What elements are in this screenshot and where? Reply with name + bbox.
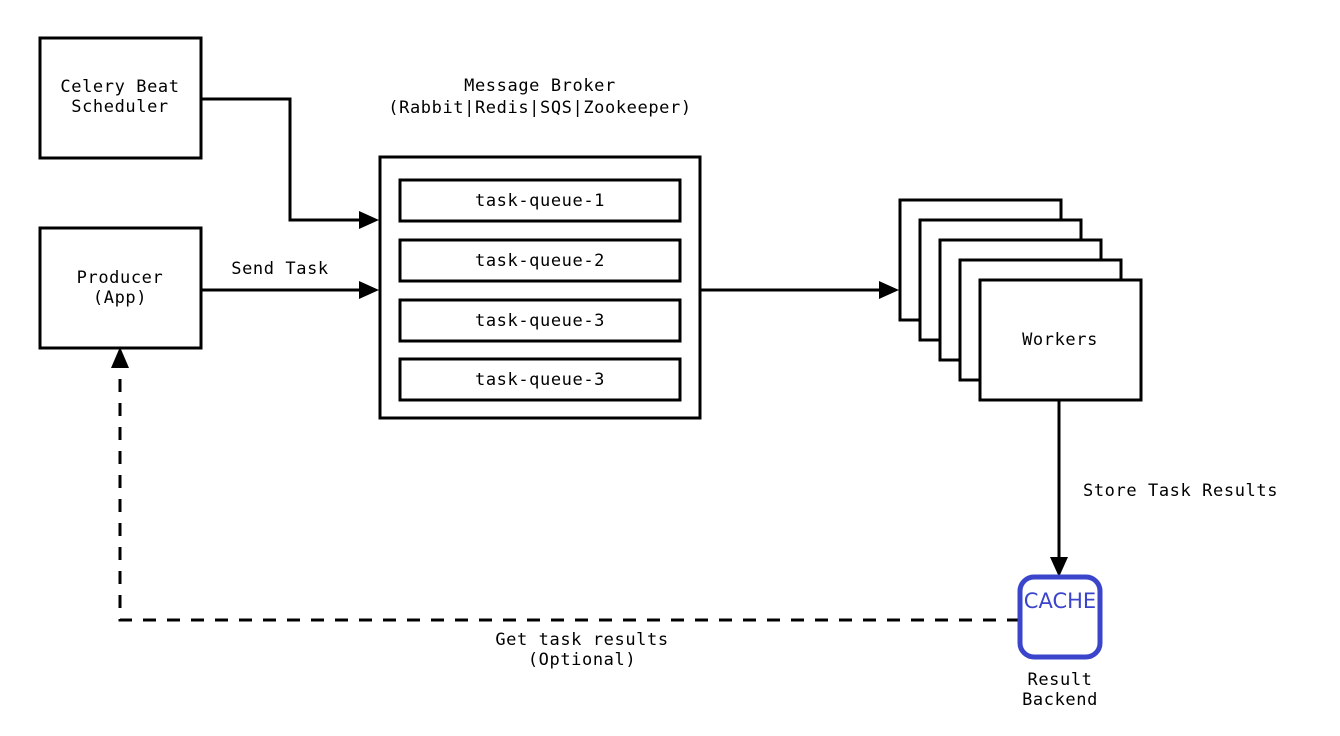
producer-box[interactable]	[38, 226, 203, 350]
queue-item[interactable]: task-queue-3	[398, 357, 682, 402]
edge-label-send-task: Send Task	[231, 259, 329, 279]
arrow-head-icon	[359, 281, 379, 299]
arrow-head-icon	[1050, 557, 1068, 577]
cache-box[interactable]	[1017, 574, 1103, 660]
scheduler-label-line2: Scheduler	[71, 97, 169, 117]
edge-label-get-task-results-line1: Get task results	[495, 630, 668, 650]
edge-workers-to-backend: Store Task Results	[1050, 399, 1278, 577]
result-backend-label-line2: Backend	[1022, 690, 1098, 710]
edge-scheduler-to-broker-line	[200, 97, 368, 222]
edge-scheduler-to-broker	[200, 97, 379, 229]
scheduler-box[interactable]	[38, 36, 203, 160]
broker-title-line1: Message Broker	[464, 76, 616, 96]
arrow-head-icon	[359, 211, 379, 229]
queue-label-3: task-queue-3	[475, 311, 605, 331]
workers-label: Workers	[1022, 330, 1098, 350]
queue-box-3[interactable]	[398, 298, 682, 343]
queue-label-2: task-queue-2	[475, 251, 605, 271]
node-message-broker[interactable]: Message Broker (Rabbit|Redis|SQS|Zookeep…	[378, 76, 702, 420]
queue-box-2[interactable]	[398, 238, 682, 283]
queue-item[interactable]: task-queue-1	[398, 178, 682, 223]
node-result-backend[interactable]: CACHE Result Backend	[1017, 574, 1103, 710]
broker-queue-list: task-queue-1 task-queue-2 task-queue-3 t…	[398, 178, 682, 402]
node-producer-app[interactable]: Producer (App)	[38, 226, 203, 350]
arrow-head-icon	[111, 347, 129, 368]
edge-broker-to-workers	[700, 281, 899, 299]
edge-backend-to-producer: Get task results (Optional)	[111, 347, 1020, 670]
node-celery-beat-scheduler[interactable]: Celery Beat Scheduler	[38, 36, 203, 160]
producer-label-line2: (App)	[93, 288, 147, 308]
edge-backend-to-producer-line	[118, 362, 1020, 622]
result-backend-label-line1: Result	[1027, 670, 1092, 690]
node-workers[interactable]: Workers	[898, 198, 1143, 402]
queue-item[interactable]: task-queue-2	[398, 238, 682, 283]
edge-label-get-task-results-line2: (Optional)	[528, 650, 636, 670]
queue-box-4[interactable]	[398, 357, 682, 402]
broker-title-line2: (Rabbit|Redis|SQS|Zookeeper)	[388, 98, 691, 118]
scheduler-label-line1: Celery Beat	[60, 77, 179, 97]
queue-item[interactable]: task-queue-3	[398, 298, 682, 343]
queue-label-1: task-queue-1	[475, 191, 605, 211]
queue-box-1[interactable]	[398, 178, 682, 223]
arrow-head-icon	[879, 281, 899, 299]
queue-label-4: task-queue-3	[475, 370, 605, 390]
edge-producer-to-broker: Send Task	[202, 259, 379, 299]
producer-label-line1: Producer	[77, 268, 164, 288]
cache-badge-label: CACHE	[1024, 589, 1096, 613]
edge-label-store-task-results: Store Task Results	[1083, 481, 1278, 501]
worker-card-front[interactable]	[978, 278, 1143, 402]
